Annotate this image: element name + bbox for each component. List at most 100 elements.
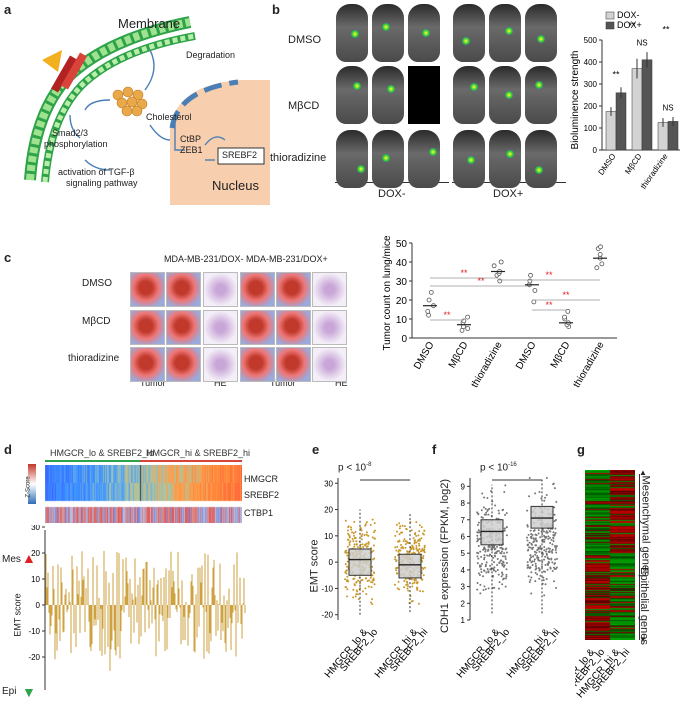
box-point (538, 550, 541, 553)
box-point (487, 513, 490, 516)
box-point (527, 575, 530, 578)
box-point (553, 513, 556, 516)
box-point (526, 536, 529, 539)
mouse-image (372, 66, 404, 124)
box-point (493, 548, 496, 551)
box-point (546, 531, 549, 534)
box-point (497, 549, 500, 552)
signal-spot (505, 27, 514, 36)
mouse-image (372, 130, 404, 188)
c-col-he-1: HE (214, 378, 227, 388)
box-point (503, 564, 506, 567)
group-bar-hi (140, 460, 242, 462)
degradation-label: Degradation (186, 50, 236, 60)
box-point (527, 548, 530, 551)
signal-spot (535, 165, 544, 174)
box-point (542, 530, 545, 533)
box-point (407, 589, 410, 592)
c-point (531, 299, 537, 305)
box-point (351, 538, 354, 541)
phosphorylation-label: phosphorylation (44, 139, 108, 149)
box-point (538, 577, 541, 580)
mouse-image (372, 4, 404, 62)
box-point (410, 578, 413, 581)
signal-spot (504, 90, 513, 99)
box-point (540, 565, 543, 568)
box-point (346, 529, 349, 532)
box-point (544, 570, 547, 573)
box-point (553, 487, 556, 490)
box-point (493, 586, 496, 589)
box-point (537, 529, 540, 532)
box-point (501, 555, 504, 558)
b-legend-label: DOX+ (617, 20, 642, 30)
box-point (494, 570, 497, 573)
box-point (554, 567, 557, 570)
c-ytick-label: 20 (396, 296, 408, 307)
box-point (344, 578, 347, 581)
c-xtick-label: thioradizine (469, 340, 504, 390)
box-point (415, 521, 418, 524)
box-point (367, 534, 370, 537)
box-point (529, 529, 532, 532)
mouse-image (489, 130, 521, 188)
box-point (492, 556, 495, 559)
box-point (423, 550, 426, 553)
box-point (362, 545, 365, 548)
box-point (394, 534, 397, 537)
box-point (348, 541, 351, 544)
epi-label: Epi (2, 686, 17, 697)
d-ytick-label: 10 (31, 575, 40, 584)
lung-image (203, 347, 238, 382)
box-point (396, 545, 399, 548)
mouse-image (453, 4, 485, 62)
signal-spot (470, 83, 479, 92)
box-point (496, 558, 499, 561)
box-point (489, 564, 492, 567)
panel-c-label: c (4, 250, 12, 265)
box-point (549, 542, 552, 545)
c-ytick-label: 10 (396, 315, 408, 326)
box-point (416, 539, 419, 542)
gene-hmgcr: HMGCR (244, 474, 278, 484)
box-point (533, 560, 536, 563)
box-point (353, 537, 356, 540)
box-ytick-label: 3 (461, 583, 466, 592)
box-point (403, 579, 406, 582)
box-point (365, 542, 368, 545)
panel-a-label: a (4, 2, 12, 17)
lung-image (166, 347, 201, 382)
b-annot: ** (628, 21, 636, 31)
c-point (498, 259, 504, 265)
box-point (532, 546, 535, 549)
cholesterol-icon (112, 86, 148, 117)
box-point (498, 561, 501, 564)
box-point (545, 477, 548, 479)
box-point (352, 532, 355, 535)
box-ytick-label: -20 (321, 611, 333, 620)
box-point (537, 559, 540, 562)
box-point (417, 549, 420, 552)
c-point (594, 265, 600, 271)
box-point (371, 536, 374, 539)
box-point (402, 547, 405, 550)
box-point (553, 520, 556, 523)
srebf2-box (217, 147, 265, 165)
c-xtick-label: DMSO (514, 340, 539, 372)
box-point (549, 567, 552, 570)
box-point (529, 536, 532, 539)
box-point (421, 578, 424, 581)
box-point (528, 580, 531, 583)
box-point (365, 533, 368, 536)
box-point (505, 512, 508, 515)
box-point (552, 539, 555, 542)
box-point (396, 530, 399, 533)
box-point (355, 589, 358, 592)
box-point (346, 565, 349, 568)
signal-spot (462, 37, 471, 46)
box-point (423, 566, 426, 569)
box-point (527, 533, 530, 536)
box-point (397, 580, 400, 583)
mouse-image (336, 66, 368, 124)
cholesterol-label: Cholesterol (146, 112, 192, 122)
